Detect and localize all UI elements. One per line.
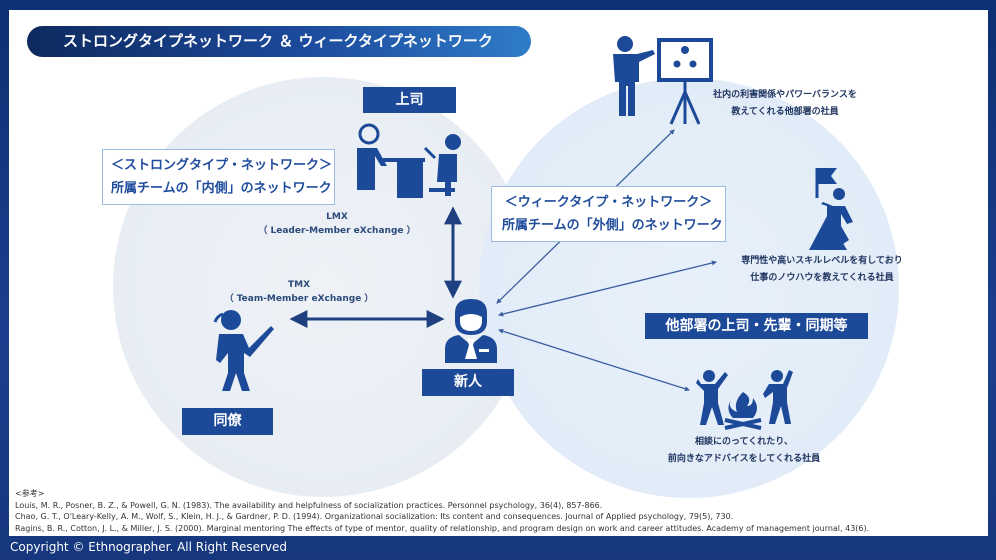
boss-at-desk-icon bbox=[357, 123, 461, 198]
slide: ストロングタイプネットワーク ＆ ウィークタイプネットワーク 上司 ＜ストロング… bbox=[9, 10, 988, 536]
reference-item: Ragins, B. R., Cotton, J. L., & Miller, … bbox=[15, 523, 870, 533]
rel3-line1: 相談にのってくれたり、 bbox=[695, 437, 793, 447]
presenter-icon bbox=[613, 36, 713, 125]
reference-item: Louis, M. R., Posner, B. Z., & Powell, G… bbox=[15, 500, 603, 510]
lmx-subtitle: （ Leader-Member eXchange ） bbox=[258, 226, 416, 236]
copyright: Copyright © Ethnographer. All Right Rese… bbox=[10, 540, 288, 554]
flag-climber-icon bbox=[809, 168, 853, 250]
weak-network-box: ＜ウィークタイプ・ネットワーク＞ 所属チームの「外側」のネットワーク bbox=[491, 186, 726, 242]
weak-network-title: ＜ウィークタイプ・ネットワーク＞ bbox=[504, 195, 713, 210]
rel1-line2: 教えてくれる他部署の社員 bbox=[731, 107, 839, 117]
businessman-icon bbox=[445, 299, 497, 363]
lmx-label: LMX （ Leader-Member eXchange ） bbox=[257, 210, 417, 238]
tmx-label: TMX （ Team-Member eXchange ） bbox=[214, 278, 384, 306]
references-header: <参考> bbox=[15, 489, 45, 498]
rel2-line2: 仕事のノウハウを教えてくれる社員 bbox=[750, 273, 894, 283]
tmx-subtitle: （ Team-Member eXchange ） bbox=[224, 294, 374, 304]
rel2-caption: 専門性や高いスキルレベルを有しており 仕事のノウハウを教えてくれる社員 bbox=[729, 255, 915, 285]
colleague-label: 同僚 bbox=[182, 408, 273, 435]
campfire-friends-icon bbox=[696, 370, 793, 430]
newcomer-label: 新人 bbox=[422, 369, 514, 396]
tmx-title: TMX bbox=[287, 280, 311, 290]
rel3-caption: 相談にのってくれたり、 前向きなアドバイスをしてくれる社員 bbox=[659, 436, 829, 466]
rel2-arrow bbox=[497, 260, 718, 317]
boss-label: 上司 bbox=[363, 87, 456, 113]
reference-item: Chao, G. T., O'Leary-Kelly, A. M., Wolf,… bbox=[15, 512, 734, 521]
strong-network-box: ＜ストロングタイプ・ネットワーク＞ 所属チームの「内側」のネットワーク bbox=[102, 149, 335, 205]
strong-network-title: ＜ストロングタイプ・ネットワーク＞ bbox=[111, 158, 333, 173]
other-dept-label: 他部署の上司・先輩・同期等 bbox=[645, 313, 868, 339]
strong-network-desc: 所属チームの「内側」のネットワーク bbox=[111, 181, 332, 196]
lmx-title: LMX bbox=[326, 212, 348, 222]
weak-network-desc: 所属チームの「外側」のネットワーク bbox=[502, 218, 723, 233]
rel3-arrow bbox=[498, 328, 690, 392]
rel3-line2: 前向きなアドバイスをしてくれる社員 bbox=[667, 454, 821, 464]
page-title: ストロングタイプネットワーク ＆ ウィークタイプネットワーク bbox=[27, 26, 531, 57]
rel1-line1: 社内の利害関係やパワーバランスを bbox=[713, 90, 857, 100]
rel1-caption: 社内の利害関係やパワーバランスを 教えてくれる他部署の社員 bbox=[695, 89, 875, 119]
references: <参考> Louis, M. R., Posner, B. Z., & Powe… bbox=[15, 488, 869, 534]
rel2-line1: 専門性や高いスキルレベルを有しており bbox=[741, 256, 903, 266]
teacher-woman-icon bbox=[213, 310, 274, 391]
